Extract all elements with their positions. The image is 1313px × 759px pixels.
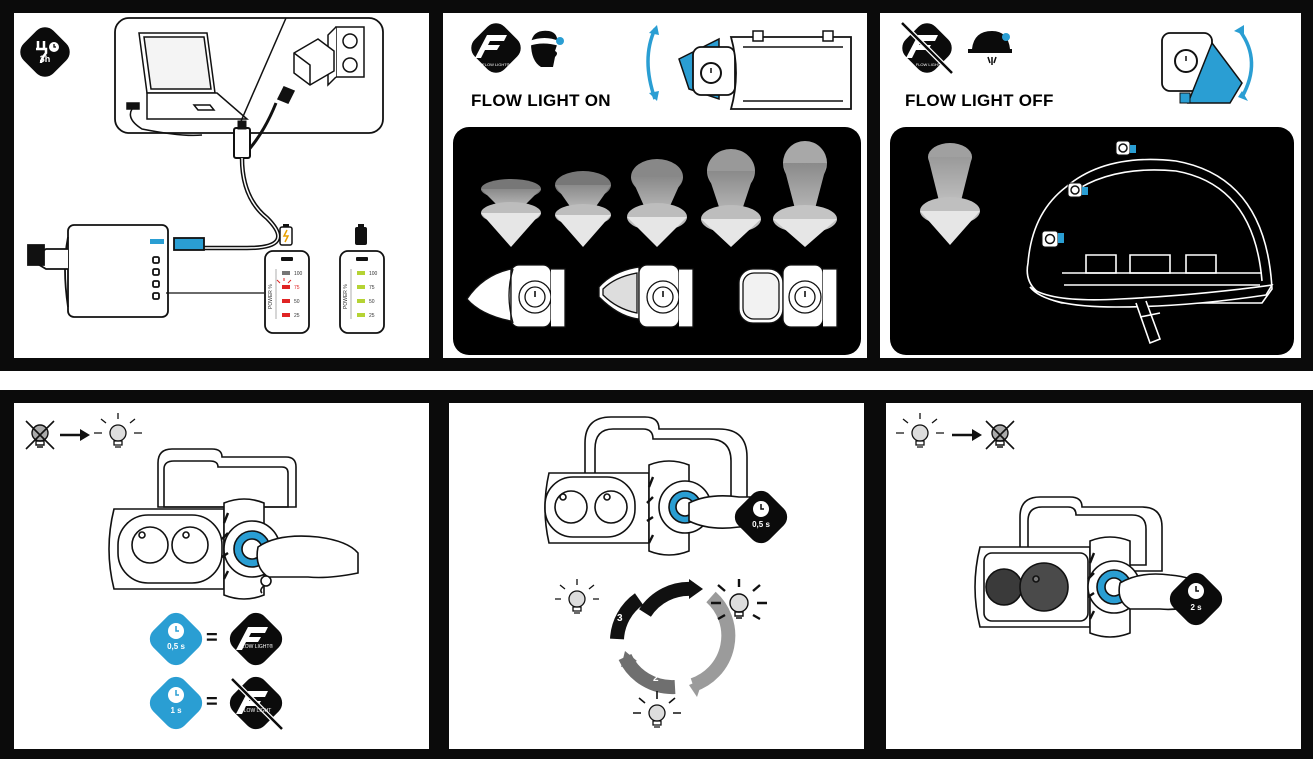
- flow-badge-text: FLOW LIGHT®: [482, 62, 510, 67]
- svg-text:25: 25: [369, 313, 375, 319]
- flow-light-on-badge: [229, 612, 283, 666]
- equals-sign-1: =: [206, 627, 218, 649]
- panel-flow-light-on: FLOW LIGHT ON FLOW LIGHT®: [443, 13, 867, 358]
- power-bank-illustration: [27, 224, 264, 318]
- panel-flow-light-off: FLOW LIGHT OFF FLOW LIGHT: [880, 13, 1301, 358]
- svg-text:100: 100: [294, 271, 303, 277]
- charge-time-badge: 3h: [39, 54, 51, 64]
- beam-medium-wide: [555, 171, 611, 247]
- lamp-position-2: [598, 264, 694, 328]
- timer-long-label: 1 s: [170, 706, 182, 715]
- bulb-medium-icon: [633, 691, 681, 728]
- flow-light-off-icon: [900, 21, 954, 75]
- rotate-arrows-icon: [610, 579, 736, 697]
- svg-text:100: 100: [369, 271, 378, 277]
- helmet-illustration: [1026, 158, 1274, 345]
- bulb-off-icon-2: [985, 420, 1015, 450]
- power-label: POWER %: [268, 284, 274, 309]
- timer-label: 0,5 s: [752, 520, 770, 529]
- mode-step-2: 2: [653, 673, 659, 684]
- arrow-right-icon-2: [952, 429, 982, 441]
- full-battery-icon: [355, 224, 367, 245]
- charging-battery-icon: [279, 224, 293, 246]
- helmet-lamp-icon: [968, 31, 1012, 65]
- bulb-on-icon-2: [896, 413, 944, 448]
- flow-off-badge-label: FLOW LIGHT: [240, 708, 272, 714]
- bulb-low-icon: [555, 579, 599, 614]
- laptop-illustration: [126, 32, 250, 137]
- beam-medium-narrow: [701, 149, 761, 247]
- plug-clock-icon: [20, 27, 70, 77]
- panel-charging: POWER % 100 75 50 25 POWER % 100 75 50: [14, 13, 429, 358]
- beam-fixed: [920, 143, 980, 245]
- beam-wide: [481, 179, 541, 247]
- usb-cable: [197, 17, 287, 251]
- headlamp-tilt-illustration: [1161, 25, 1254, 104]
- bulb-high-icon: [711, 579, 767, 621]
- flow-off-badge-text: FLOW LIGHT: [915, 62, 941, 67]
- flow-light-off-title: FLOW LIGHT OFF: [905, 91, 1054, 110]
- off-timer-label: 2 s: [1190, 603, 1202, 612]
- svg-text:POWER %: POWER %: [343, 284, 349, 309]
- head-lamp-icon: [529, 30, 564, 67]
- timer-short-badge: [149, 612, 203, 666]
- svg-text:75: 75: [294, 285, 300, 291]
- timer-badge: [734, 490, 788, 544]
- beam-demo-area: [453, 127, 861, 355]
- helmet-lamp-positions: [1041, 140, 1136, 248]
- panel-modes: 0,5 s 1 2 3: [449, 403, 864, 749]
- mode-step-1: 1: [689, 615, 695, 626]
- beam-medium: [627, 159, 687, 247]
- svg-text:50: 50: [294, 299, 300, 305]
- lamp-position-1: [466, 264, 566, 328]
- flow-light-on-title: FLOW LIGHT ON: [471, 91, 611, 110]
- headlamp-front-illustration: [544, 416, 763, 556]
- helmet-demo-area: [890, 127, 1294, 355]
- svg-text:50: 50: [369, 299, 375, 305]
- bulb-on-icon: [94, 413, 142, 448]
- battery-indicator-green: POWER % 100 75 50 25: [339, 224, 385, 334]
- flow-light-off-badge: [229, 676, 284, 731]
- battery-indicator-red: POWER % 100 75 50 25: [264, 224, 310, 334]
- svg-text:75: 75: [369, 285, 375, 291]
- panel-turn-off: 2 s: [886, 403, 1301, 749]
- mode-step-3: 3: [617, 613, 623, 624]
- headlamp-press-illustration: [108, 448, 359, 600]
- wall-socket-illustration: [276, 26, 365, 104]
- timer-long-badge: [149, 676, 203, 730]
- arrow-right-icon: [60, 429, 90, 441]
- bulb-off-icon: [25, 420, 55, 450]
- flow-light-icon: [471, 23, 521, 73]
- timer-long-badge-2: [1169, 572, 1223, 626]
- panel-turn-on: 0,5 s = FLOW LIGHT® 1 s = FLOW LIGHT: [14, 403, 429, 749]
- timer-short-label: 0,5 s: [167, 642, 185, 651]
- headlamp-rotate-illustration: [646, 25, 852, 110]
- flow-on-badge-label: FLOW LIGHT®: [238, 644, 274, 650]
- beam-narrow: [773, 141, 837, 247]
- equals-sign-2: =: [206, 691, 218, 713]
- lamp-position-3: [738, 264, 838, 328]
- svg-text:25: 25: [294, 313, 300, 319]
- headlamp-hold-illustration: [974, 496, 1205, 638]
